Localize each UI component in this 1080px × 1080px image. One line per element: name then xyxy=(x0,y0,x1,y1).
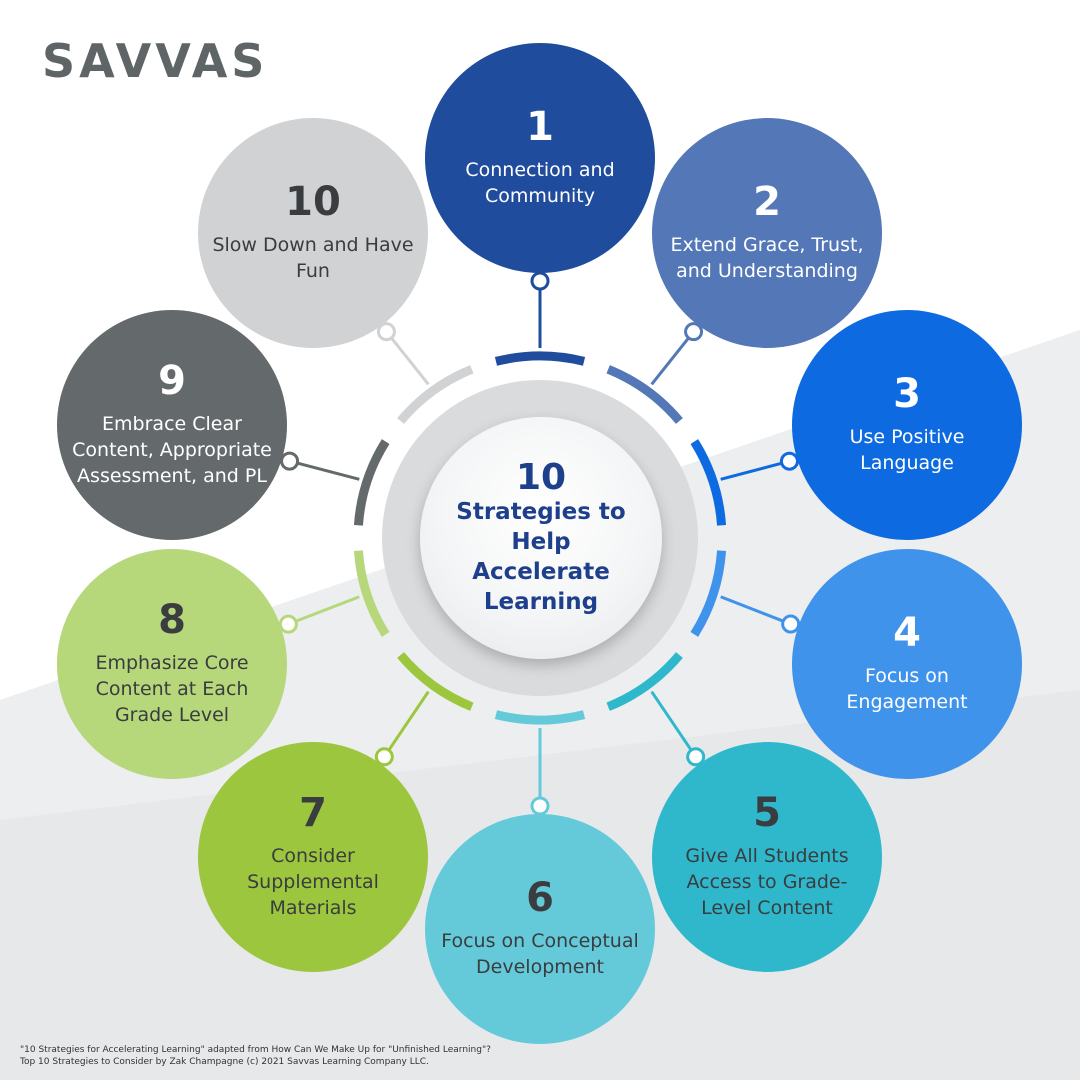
footnote-line-1: "10 Strategies for Accelerating Learning… xyxy=(20,1045,491,1055)
connector-dot-1 xyxy=(530,271,550,291)
strategy-number: 7 xyxy=(299,789,327,836)
connector-dot-3 xyxy=(779,451,799,471)
ring-arc-7 xyxy=(397,652,474,711)
center-number: 10 xyxy=(515,457,567,499)
strategy-label: Connection and Community xyxy=(465,158,615,207)
strategy-label: Emphasize Core Content at Each Grade Lev… xyxy=(95,651,249,727)
strategy-label: Slow Down and Have Fun xyxy=(212,233,414,282)
connector-line-9 xyxy=(289,459,360,481)
ring-arc-6 xyxy=(494,710,586,725)
strategy-label: Give All Students Access to Grade-Level … xyxy=(685,844,849,920)
strategy-number: 8 xyxy=(158,596,186,643)
strategy-number: 9 xyxy=(158,357,186,404)
strategy-number: 4 xyxy=(893,609,921,656)
ring-arc-8 xyxy=(353,550,390,637)
ring-arc-4 xyxy=(690,550,727,637)
ring-arc-5 xyxy=(606,652,683,711)
strategy-label: Extend Grace, Trust, and Understanding xyxy=(670,233,864,282)
ring-arc-9 xyxy=(353,439,390,526)
connector-dot-2 xyxy=(684,322,704,342)
connector-dot-10 xyxy=(376,322,396,342)
savvas-logo: SAVVAS xyxy=(42,34,269,88)
connector-line-3 xyxy=(720,459,790,481)
ring-arc-10 xyxy=(397,365,474,424)
ring-arc-1 xyxy=(494,351,586,366)
connector-line-7 xyxy=(383,690,430,758)
strategy-number: 5 xyxy=(753,789,781,836)
connector-line-10 xyxy=(385,330,430,386)
connector-line-5 xyxy=(650,690,697,758)
connector-line-8 xyxy=(287,595,360,626)
strategy-number: 2 xyxy=(753,178,781,225)
strategy-number: 6 xyxy=(526,874,554,921)
strategy-label: Use Positive Language xyxy=(849,425,965,474)
ring-arc-2 xyxy=(606,365,683,424)
connector-dot-8 xyxy=(278,614,298,634)
strategy-label: Consider Supplemental Materials xyxy=(247,844,379,920)
footnote-line-2: Top 10 Strategies to Consider by Zak Cha… xyxy=(20,1057,429,1067)
strategy-label: Embrace Clear Content, Appropriate Asses… xyxy=(72,412,272,488)
strategy-number: 1 xyxy=(526,103,554,150)
ring-arc-3 xyxy=(690,439,727,526)
connector-dot-7 xyxy=(374,747,394,767)
strategy-label: Focus on Engagement xyxy=(846,664,968,713)
strategy-number: 10 xyxy=(285,178,341,225)
connector-line-2 xyxy=(650,330,695,386)
connector-dot-5 xyxy=(686,747,706,767)
strategy-number: 3 xyxy=(893,370,921,417)
connector-dot-6 xyxy=(530,796,550,816)
footnote: "10 Strategies for Accelerating Learning… xyxy=(20,1044,491,1068)
strategy-label: Focus on Conceptual Development xyxy=(441,929,639,978)
connector-line-4 xyxy=(720,595,792,626)
center-title-disc: 10 Strategies to Help Accelerate Learnin… xyxy=(420,417,662,659)
center-title: Strategies to Help Accelerate Learning xyxy=(456,499,626,615)
connector-dot-9 xyxy=(280,451,300,471)
